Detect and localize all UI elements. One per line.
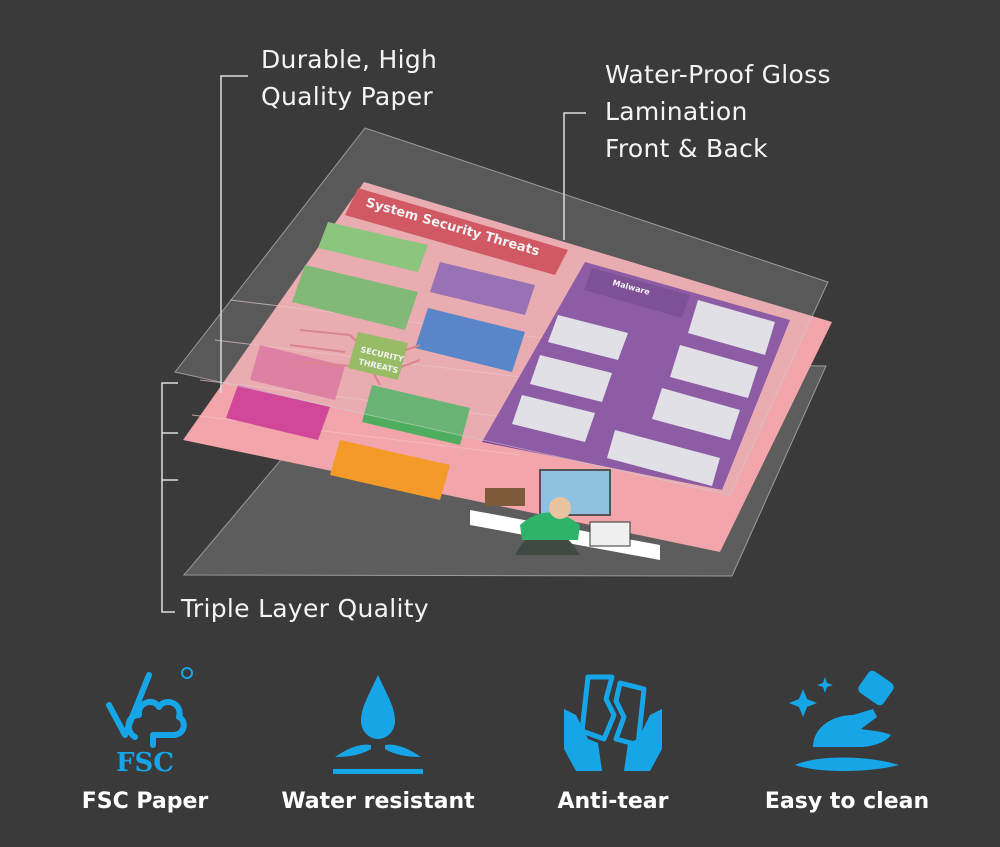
torn-paper-hands-icon [564, 674, 662, 771]
panel-phishing [226, 385, 330, 440]
lamination-line-3: Front & Back [605, 134, 768, 163]
fsc-logo-icon: FSC [106, 667, 193, 777]
durable-line-1: Durable, High [261, 45, 438, 74]
panel-sql [362, 385, 470, 445]
lamination-callout: Water-Proof Gloss Lamination Front & Bac… [605, 56, 831, 167]
feature-fsc-label: FSC Paper [81, 789, 209, 814]
feature-antitear: Anti-tear [503, 665, 723, 814]
feature-antitear-label: Anti-tear [557, 789, 669, 814]
feature-water-label: Water resistant [281, 789, 475, 814]
feature-fsc: FSC FSC Paper [35, 665, 255, 814]
feature-water: Water resistant [268, 665, 488, 814]
malware-header [584, 268, 690, 318]
water-drop-icon [333, 675, 423, 774]
triple-layer-text: Triple Layer Quality [181, 594, 429, 623]
lamination-line-2: Lamination [605, 97, 748, 126]
durable-line-2: Quality Paper [261, 82, 433, 111]
feature-clean: Easy to clean [737, 665, 957, 814]
lamination-line-1: Water-Proof Gloss [605, 60, 831, 89]
panel-dos [415, 308, 525, 372]
poster-title-banner [345, 188, 568, 275]
feature-clean-label: Easy to clean [764, 789, 930, 814]
triple-layer-callout: Triple Layer Quality [181, 590, 429, 627]
durable-callout: Durable, High Quality Paper [261, 41, 437, 115]
desk-illustration [470, 469, 660, 560]
panel-accidental [318, 222, 428, 272]
fsc-logo-text: FSC [116, 748, 174, 777]
panel-social [250, 345, 345, 400]
panel-brute-force [292, 265, 418, 330]
panel-network [330, 440, 450, 500]
malware-cards [512, 300, 775, 486]
center-chip [348, 332, 408, 380]
cleaning-hand-icon [789, 670, 899, 771]
panel-hacking [430, 262, 535, 315]
